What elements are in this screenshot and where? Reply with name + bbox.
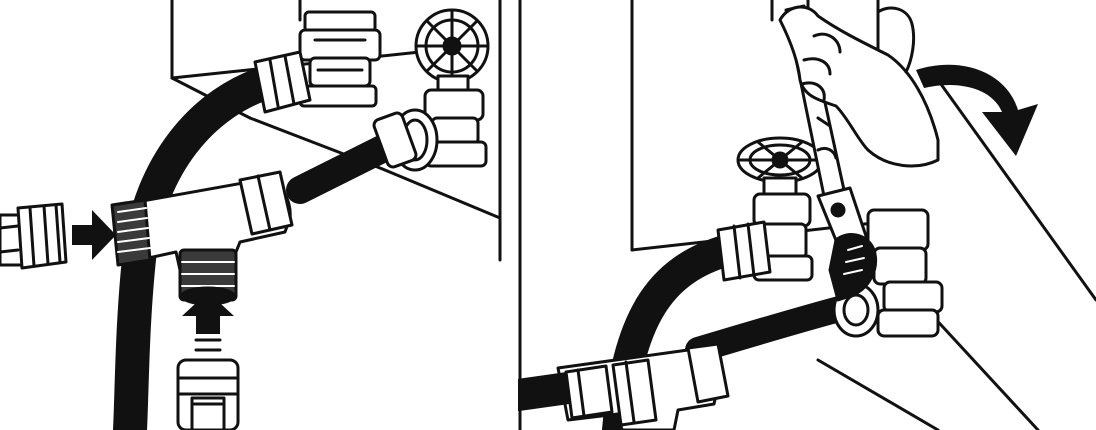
loose-coupling-left xyxy=(0,204,66,268)
right-panel xyxy=(518,0,1096,430)
guide-dashes xyxy=(196,340,220,350)
arrow-right-icon xyxy=(72,210,116,260)
left-panel xyxy=(0,0,510,430)
drain-hose xyxy=(518,388,568,395)
hose-lower xyxy=(698,308,843,350)
drain-hose-cuff xyxy=(566,366,612,418)
panel-divider xyxy=(510,0,518,430)
right-panel-drawing xyxy=(518,0,1096,430)
left-panel-drawing xyxy=(0,0,510,430)
valve-right xyxy=(868,210,942,336)
hose-fitting-upper xyxy=(255,52,310,112)
valve-left-top xyxy=(300,12,380,106)
loose-coupling-bottom xyxy=(178,360,238,430)
hose-fitting-upper xyxy=(718,222,770,280)
